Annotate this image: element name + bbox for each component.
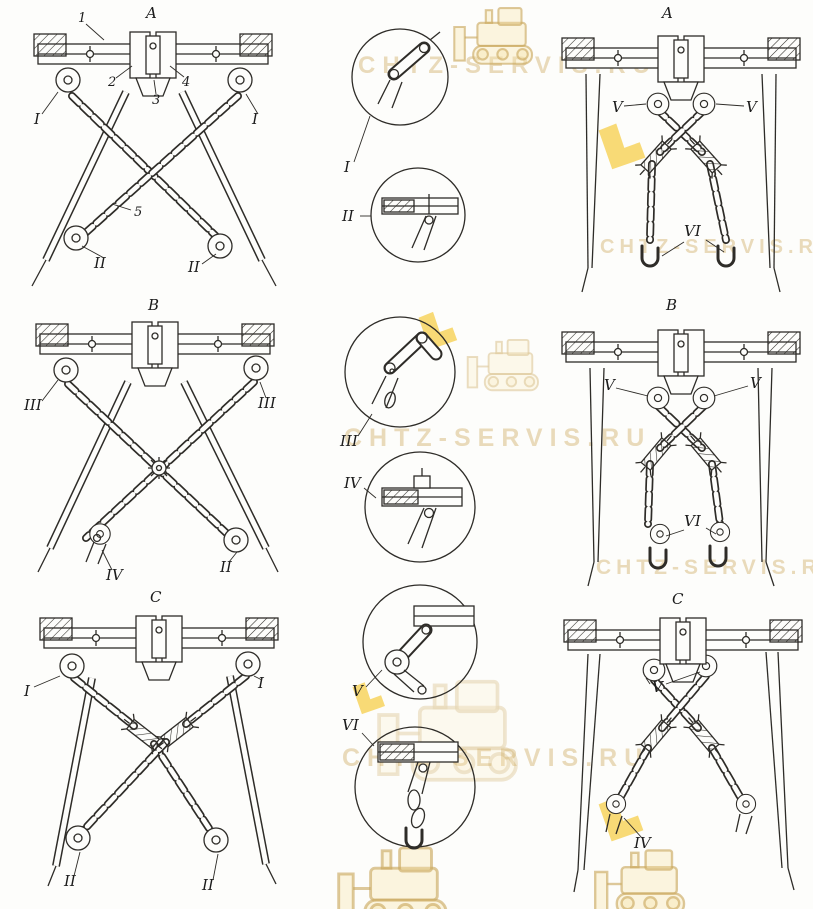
left-arm bbox=[581, 73, 601, 293]
left-arm bbox=[573, 653, 601, 893]
roller bbox=[65, 825, 91, 851]
left-arm bbox=[37, 380, 132, 573]
diagram-right-c: C V IV bbox=[563, 590, 803, 893]
detail-label-I: I bbox=[343, 158, 351, 176]
callout-V: V bbox=[746, 98, 759, 116]
part-label-3: 3 bbox=[152, 93, 160, 108]
callout-V: V bbox=[604, 376, 617, 394]
callout-II: II bbox=[93, 254, 107, 272]
callout-III: III bbox=[257, 394, 277, 412]
roller bbox=[203, 827, 229, 853]
roller bbox=[59, 653, 85, 679]
diagram-left-b: B III III IV II bbox=[23, 296, 279, 584]
detail-circle-vi bbox=[354, 726, 476, 850]
cog-joint bbox=[147, 456, 171, 480]
diagram-title: A bbox=[660, 4, 673, 22]
detail-label-II: II bbox=[341, 207, 355, 225]
hook-icon bbox=[648, 546, 668, 570]
diagram-left-c: C I I II II bbox=[23, 588, 279, 894]
diagram-title: B bbox=[665, 296, 677, 314]
callout-IV: IV bbox=[633, 834, 653, 852]
detail-circle-i bbox=[351, 28, 449, 126]
top-bar-assembly bbox=[563, 617, 803, 683]
roller bbox=[649, 523, 671, 545]
cross-chain bbox=[70, 672, 250, 840]
hook-icon bbox=[404, 826, 424, 850]
callout-II: II bbox=[219, 558, 233, 576]
shackle bbox=[735, 793, 757, 835]
cross-chain bbox=[644, 402, 724, 528]
roller bbox=[63, 225, 89, 251]
callout-II: II bbox=[63, 872, 77, 890]
roller bbox=[53, 357, 79, 383]
hook-icon bbox=[640, 244, 660, 268]
cross-chain bbox=[616, 672, 746, 804]
callout-VI: VI bbox=[684, 222, 702, 240]
roller bbox=[646, 386, 670, 410]
diagram-right-a: A V V VI bbox=[561, 4, 801, 293]
roller bbox=[235, 651, 261, 677]
diagram-title: A bbox=[144, 4, 157, 22]
right-arm bbox=[757, 367, 775, 587]
left-arm bbox=[47, 677, 96, 887]
callout-IV: IV bbox=[105, 566, 125, 584]
callout-I: I bbox=[251, 110, 259, 128]
diagram-title: C bbox=[672, 590, 684, 608]
roller bbox=[692, 386, 716, 410]
roller bbox=[243, 355, 269, 381]
diagram-right-b: B V V VI bbox=[561, 296, 801, 587]
detail-circle-ii bbox=[370, 167, 466, 263]
top-bar-assembly bbox=[561, 35, 801, 101]
right-arm bbox=[761, 73, 781, 293]
part-label-5: 5 bbox=[134, 205, 142, 220]
part-label-1: 1 bbox=[78, 11, 86, 26]
top-bar-assembly bbox=[561, 329, 801, 395]
diagram-title: B bbox=[147, 296, 159, 314]
right-arm bbox=[765, 651, 795, 891]
detail-label-III: III bbox=[339, 432, 359, 450]
cross-chain bbox=[68, 92, 242, 248]
roller bbox=[646, 92, 670, 116]
callout-V: V bbox=[750, 374, 763, 392]
diagram-title: C bbox=[150, 588, 162, 606]
right-arm bbox=[180, 380, 279, 573]
diagram-left-a: A 1 2 3 4 I I 5 II II bbox=[31, 4, 277, 287]
detail-circle-iv bbox=[364, 451, 476, 563]
left-arm bbox=[31, 90, 130, 287]
callout-III: III bbox=[23, 396, 43, 414]
part-label-2: 2 bbox=[107, 75, 116, 90]
detail-label-V: V bbox=[352, 682, 365, 700]
detail-callouts: I II III bbox=[339, 28, 478, 850]
cross-chain bbox=[646, 106, 730, 244]
detail-circle-iii bbox=[344, 316, 456, 428]
right-arm bbox=[178, 90, 277, 287]
callout-I: I bbox=[257, 674, 265, 692]
roller bbox=[207, 233, 233, 259]
callout-V: V bbox=[652, 678, 665, 696]
roller bbox=[55, 67, 81, 93]
callout-II: II bbox=[187, 258, 201, 276]
callout-VI: VI bbox=[684, 512, 702, 530]
callout-V: V bbox=[612, 98, 625, 116]
detail-circle-v bbox=[362, 584, 478, 700]
watermark-text: CHTZ-SERVIS.RU bbox=[344, 424, 652, 452]
shackle bbox=[85, 523, 111, 565]
shackle bbox=[605, 793, 627, 835]
roller bbox=[692, 92, 716, 116]
left-arm bbox=[587, 367, 605, 587]
hook-icon bbox=[708, 544, 728, 568]
roller bbox=[227, 67, 253, 93]
callout-I: I bbox=[33, 110, 41, 128]
callout-I: I bbox=[23, 682, 31, 700]
callout-II: II bbox=[201, 876, 215, 894]
detail-label-VI: VI bbox=[342, 716, 360, 734]
hook-icon bbox=[716, 244, 736, 268]
roller bbox=[223, 527, 249, 553]
part-label-4: 4 bbox=[181, 75, 190, 90]
detail-label-IV: IV bbox=[343, 474, 363, 492]
right-arm bbox=[226, 675, 277, 885]
